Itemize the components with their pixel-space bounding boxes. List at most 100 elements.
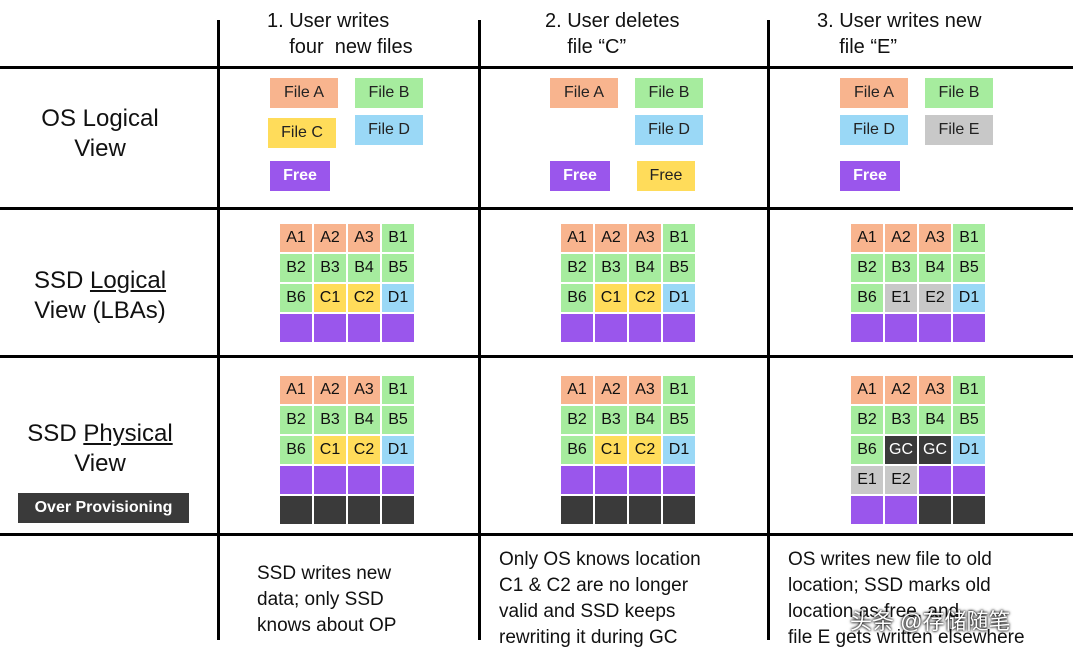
physical-block-1-4-1 (280, 466, 312, 494)
physical-block-2-4-3 (629, 466, 661, 494)
physical-block-1-4-4 (382, 466, 414, 494)
file-box-2-4: Free (550, 161, 610, 191)
physical-block-2-3-4: D1 (663, 436, 695, 464)
file-box-3-4: File E (925, 115, 993, 145)
logical-block-3-1-4: B1 (953, 224, 985, 252)
physical-block-2-1-1: A1 (561, 376, 593, 404)
row-label-ssd-logical-prefix: SSD (33, 267, 90, 294)
logical-block-3-1-2: A2 (885, 224, 917, 252)
physical-block-3-4-2: E2 (885, 466, 917, 494)
watermark: 头条 @存储随笔 (850, 609, 1011, 634)
physical-block-2-1-2: A2 (595, 376, 627, 404)
logical-block-3-2-3: B4 (919, 254, 951, 282)
physical-block-2-2-4: B5 (663, 406, 695, 434)
file-box-2-5: Free (637, 161, 695, 191)
physical-block-1-5-2 (314, 496, 346, 524)
physical-block-2-3-2: C1 (595, 436, 627, 464)
file-box-3-2: File B (925, 78, 993, 108)
physical-block-3-1-2: A2 (885, 376, 917, 404)
row-label-ssd-logical-line2: View (LBAs) (34, 297, 166, 324)
logical-block-1-4-4 (382, 314, 414, 342)
logical-block-3-3-3: E2 (919, 284, 951, 312)
divider-col-1 (217, 20, 220, 640)
file-box-3-5: Free (840, 161, 900, 191)
divider-header (0, 66, 1073, 69)
physical-block-1-2-3: B4 (348, 406, 380, 434)
physical-block-3-3-3: GC (919, 436, 951, 464)
note-step-1: SSD writes new data; only SSD knows abou… (257, 563, 397, 636)
logical-block-2-4-1 (561, 314, 593, 342)
logical-block-2-2-1: B2 (561, 254, 593, 282)
logical-block-2-4-4 (663, 314, 695, 342)
logical-block-3-4-4 (953, 314, 985, 342)
physical-block-3-3-1: B6 (851, 436, 883, 464)
physical-block-2-3-3: C2 (629, 436, 661, 464)
logical-block-1-4-2 (314, 314, 346, 342)
logical-block-1-3-1: B6 (280, 284, 312, 312)
note-step-3: OS writes new file to old location; SSD … (788, 549, 1025, 648)
physical-block-3-5-2 (885, 496, 917, 524)
physical-block-2-1-4: B1 (663, 376, 695, 404)
logical-block-1-2-3: B4 (348, 254, 380, 282)
file-box-2-1: File A (550, 78, 618, 108)
logical-block-2-3-3: C2 (629, 284, 661, 312)
physical-block-1-1-4: B1 (382, 376, 414, 404)
physical-block-3-4-4 (953, 466, 985, 494)
logical-block-3-4-3 (919, 314, 951, 342)
divider-col-3 (767, 20, 770, 640)
logical-block-2-4-2 (595, 314, 627, 342)
divider-logical (0, 355, 1073, 358)
logical-block-1-1-4: B1 (382, 224, 414, 252)
logical-block-2-1-1: A1 (561, 224, 593, 252)
logical-block-2-3-4: D1 (663, 284, 695, 312)
physical-block-3-1-1: A1 (851, 376, 883, 404)
logical-block-1-3-2: C1 (314, 284, 346, 312)
row-label-ssd-physical-line2: View (74, 450, 126, 477)
physical-block-3-4-1: E1 (851, 466, 883, 494)
physical-block-3-5-3 (919, 496, 951, 524)
row-label-ssd-logical-word: Logical (89, 267, 167, 294)
physical-block-3-3-2: GC (885, 436, 917, 464)
logical-block-3-2-2: B3 (885, 254, 917, 282)
physical-block-3-4-3 (919, 466, 951, 494)
physical-block-1-3-2: C1 (314, 436, 346, 464)
over-provisioning-label: Over Provisioning (18, 493, 189, 523)
physical-block-1-5-1 (280, 496, 312, 524)
logical-block-3-1-3: A3 (919, 224, 951, 252)
file-box-2-2: File B (635, 78, 703, 108)
physical-block-1-2-4: B5 (382, 406, 414, 434)
physical-block-2-4-2 (595, 466, 627, 494)
physical-block-3-3-4: D1 (953, 436, 985, 464)
physical-block-2-5-2 (595, 496, 627, 524)
physical-block-1-2-1: B2 (280, 406, 312, 434)
logical-block-2-3-2: C1 (595, 284, 627, 312)
file-box-1-1: File A (270, 78, 338, 108)
logical-block-2-1-4: B1 (663, 224, 695, 252)
physical-block-2-2-3: B4 (629, 406, 661, 434)
logical-block-2-4-3 (629, 314, 661, 342)
physical-block-3-5-1 (851, 496, 883, 524)
logical-block-1-1-1: A1 (280, 224, 312, 252)
physical-block-1-3-4: D1 (382, 436, 414, 464)
logical-block-3-1-1: A1 (851, 224, 883, 252)
file-box-3-1: File A (840, 78, 908, 108)
physical-block-3-5-4 (953, 496, 985, 524)
logical-block-3-3-1: B6 (851, 284, 883, 312)
logical-block-3-4-2 (885, 314, 917, 342)
row-label-ssd-logical: SSD Logical View (LBAs) (0, 266, 200, 326)
physical-block-1-4-2 (314, 466, 346, 494)
physical-block-2-5-4 (663, 496, 695, 524)
logical-block-1-4-1 (280, 314, 312, 342)
physical-block-1-5-3 (348, 496, 380, 524)
logical-block-3-3-4: D1 (953, 284, 985, 312)
physical-block-1-1-2: A2 (314, 376, 346, 404)
physical-block-1-5-4 (382, 496, 414, 524)
logical-block-1-1-3: A3 (348, 224, 380, 252)
logical-block-2-1-3: A3 (629, 224, 661, 252)
physical-block-2-4-1 (561, 466, 593, 494)
